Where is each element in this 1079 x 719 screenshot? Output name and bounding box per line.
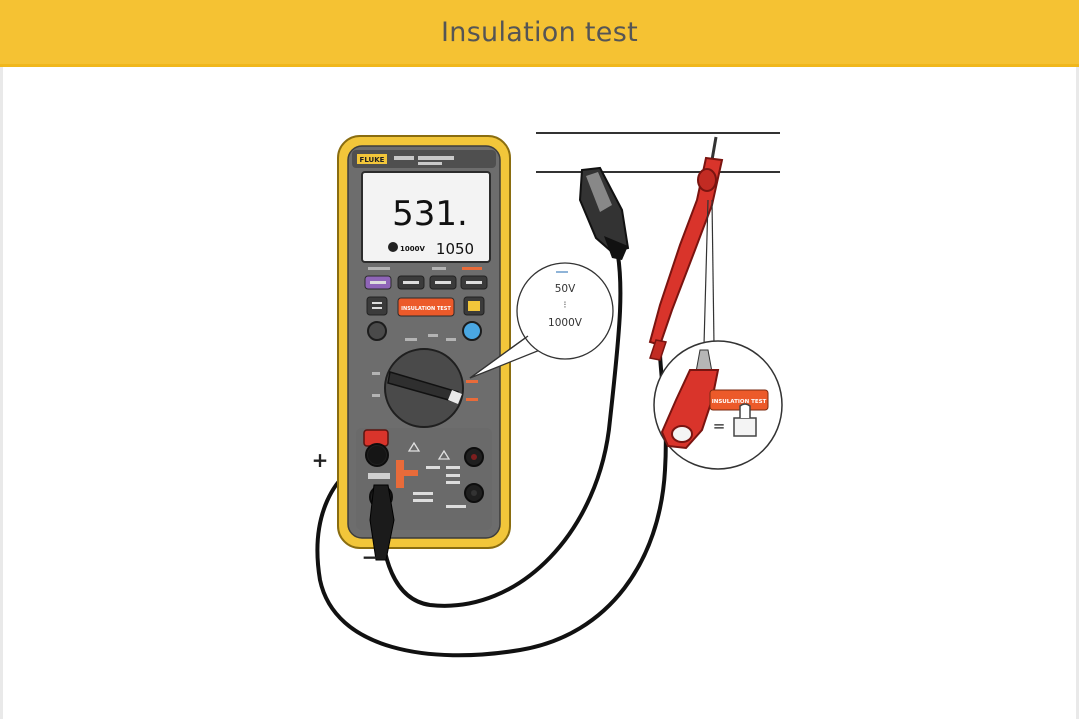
probe-callout-pointer-a	[711, 199, 715, 346]
positive-lead-plug	[368, 446, 386, 464]
voltage-range-callout: 50V ⁝ 1000V	[469, 262, 614, 379]
meter-button-left[interactable]	[366, 296, 388, 316]
negative-lead-plug	[369, 484, 395, 561]
meter-round-button-left[interactable]	[367, 321, 387, 341]
meter-insulation-test-button[interactable]	[397, 297, 455, 317]
probe-callout: INSULATION TEST =	[653, 340, 783, 470]
probe-callout-pointer-b	[703, 199, 709, 346]
title-banner: Insulation test	[0, 0, 1079, 67]
display-lightning-icon	[388, 242, 398, 252]
meter-lcd-display	[361, 171, 491, 263]
display-main-reading: 531.	[392, 194, 468, 234]
alligator-clip	[578, 166, 630, 260]
page-title: Insulation test	[441, 16, 638, 48]
display-secondary-reading: 1050	[436, 240, 474, 258]
black-test-lead-to-clip	[378, 239, 623, 608]
meter-brand-logo: FLUKE	[360, 156, 385, 164]
probe-insulation-button-label: INSULATION TEST	[712, 399, 767, 405]
positive-sign: +	[312, 448, 329, 472]
range-top-label: 50V	[555, 283, 576, 295]
probe-equals-sign: =	[713, 417, 726, 435]
range-separator: ⁝	[563, 300, 566, 311]
negative-sign: −	[362, 545, 379, 569]
display-voltage-badge: 1000V	[400, 245, 425, 253]
red-test-probe	[648, 136, 724, 361]
meter-insulation-test-label: INSULATION TEST	[401, 306, 451, 312]
black-test-lead-loop	[315, 354, 668, 658]
multimeter: FLUKE 531. 1000V 1050 INSULATION TEST	[337, 135, 511, 549]
range-bottom-label: 1000V	[548, 317, 583, 329]
insulation-test-diagram: INSULATION TEST = FLUKE 531. 1000V 1050	[312, 132, 783, 658]
meter-round-button-right[interactable]	[462, 321, 482, 341]
finger-press-icon	[733, 403, 757, 437]
rotary-selector-dial[interactable]	[384, 348, 464, 428]
